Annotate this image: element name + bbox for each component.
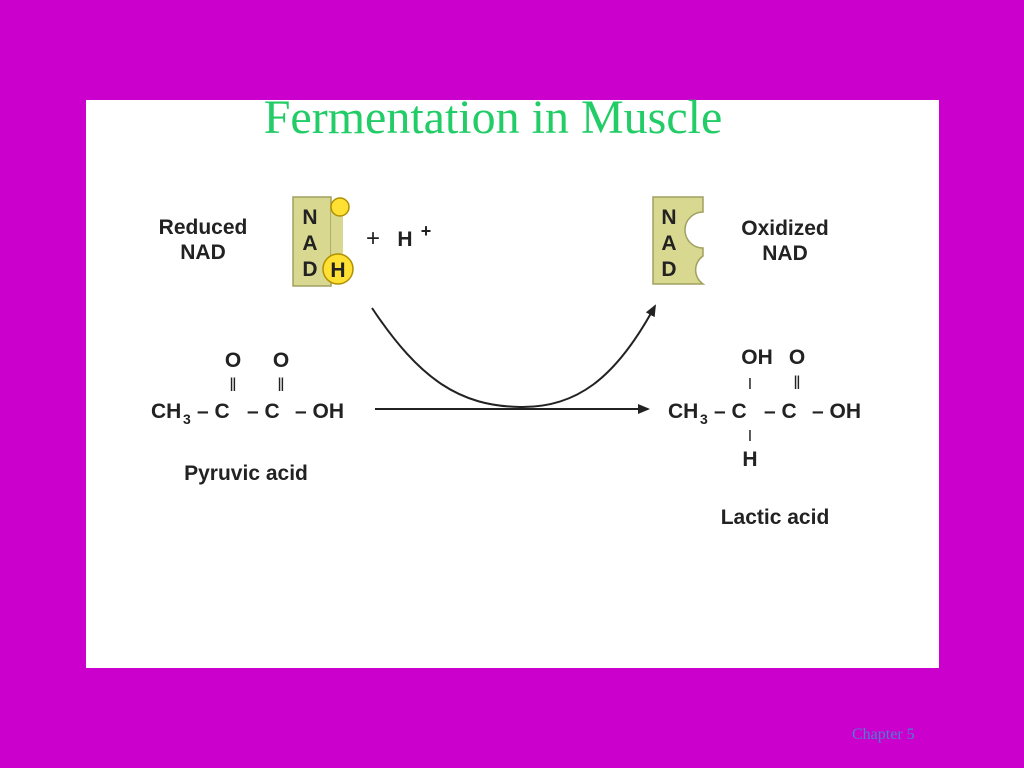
proton-symbol: H [397,228,412,251]
nad-letter-n: N [302,206,317,229]
lactic-carbonyl-o: O [789,346,805,369]
plus-sign: + [366,225,380,252]
lactic-hydroxyl-top: OH [741,346,773,369]
nad-letter-n: N [661,206,676,229]
small-hydrogen-dot [330,197,350,217]
oxidized-nad-block: N A D [652,196,706,285]
hydrogen-on-nad: H [330,259,345,282]
pyruvic-acid-structure: O O ‖ ‖ CH 3 – C – C – OH [151,349,344,427]
nad-letter-a: A [661,232,676,255]
nad-letter-d: D [661,258,676,281]
slide-panel [86,100,939,668]
reduced-nad-label-line1: Reduced [159,216,248,239]
pyruvic-carbon-2: – C [247,400,280,423]
chapter-footer: Chapter 5 [852,726,915,743]
oxidized-nad-label-line2: NAD [762,242,808,265]
pyruvic-carbonyl-o1: O [225,349,241,372]
reduced-nad-label-line2: NAD [180,241,226,264]
pyruvic-carbonyl-o2: O [273,349,289,372]
lactic-methyl: CH [668,400,698,423]
lactic-hydroxyl: – OH [812,400,861,423]
pyruvic-methyl-subscript: 3 [183,411,191,427]
pyruvic-carbon-1: – C [197,400,230,423]
pyruvic-methyl: CH [151,400,181,423]
lactic-hydrogen-bottom: H [742,448,757,471]
nad-cycle-arrow [371,304,656,409]
pyruvic-double-bond-2: ‖ [277,375,284,395]
slide-title: Fermentation in Muscle [263,91,723,144]
lactic-carbon-1: – C [714,400,747,423]
lactic-acid-structure: OH O I ‖ CH 3 – C – C – OH I H [668,346,861,471]
lactic-acid-label: Lactic acid [721,506,830,529]
nad-letter-a: A [302,232,317,255]
hydrogen-atom [322,253,354,285]
lactic-double-bond: ‖ [793,373,800,393]
lactic-carbon-2: – C [764,400,797,423]
lactic-single-bond-bottom: I [748,428,752,445]
proton-charge: + [421,221,432,241]
pyruvic-hydroxyl: – OH [295,400,344,423]
pyruvic-double-bond-1: ‖ [229,375,236,395]
pyruvic-acid-label: Pyruvic acid [184,462,308,485]
nad-letter-d: D [302,258,317,281]
lactic-methyl-subscript: 3 [700,411,708,427]
oxidized-nad-label-line1: Oxidized [741,217,829,240]
reduced-nad-block: H N A D [292,196,354,287]
lactic-single-bond-top: I [748,376,752,393]
